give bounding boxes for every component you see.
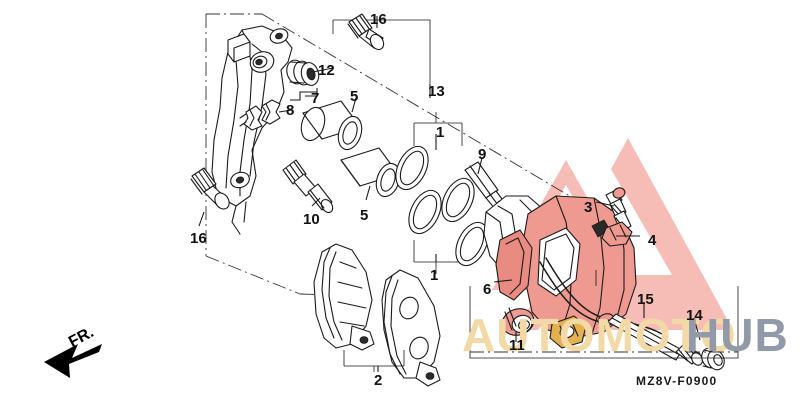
fr-direction-arrow xyxy=(44,344,102,378)
watermark-secondary-text: HUB xyxy=(686,309,789,361)
part-15-slide-pin-rod xyxy=(607,313,703,366)
callout-14: 14 xyxy=(686,307,703,324)
part-5-piston-lower xyxy=(340,147,401,198)
diagram-code-label: MZ8V-F0900 xyxy=(636,374,718,388)
group-box-bottom xyxy=(469,270,739,359)
callout-5: 5 xyxy=(360,207,369,224)
callout-2: 2 xyxy=(374,372,383,389)
callout-9: 9 xyxy=(478,146,487,163)
part-2-brake-pads xyxy=(313,243,441,387)
part-5-piston-upper xyxy=(300,100,363,151)
watermark-primary-text: AUTOMOTO xyxy=(462,309,737,361)
part-4-bleed-cap xyxy=(591,219,633,247)
callout-7: 7 xyxy=(311,90,320,107)
callout-leaders xyxy=(198,16,701,372)
callout-5: 5 xyxy=(350,88,359,105)
part-10-pin-bolt xyxy=(282,159,334,213)
group-box-13 xyxy=(332,19,431,84)
caliper-body xyxy=(483,195,663,349)
callout-6: 6 xyxy=(483,281,492,298)
part-7-8-pad-clips xyxy=(239,99,281,131)
callout-1: 1 xyxy=(430,267,439,284)
callout-4: 4 xyxy=(648,232,657,249)
callout-3: 3 xyxy=(584,199,593,216)
part-16-flange-bolt-top xyxy=(347,13,385,51)
callout-1: 1 xyxy=(436,124,445,141)
callout-15: 15 xyxy=(637,291,654,308)
callout-16: 16 xyxy=(370,11,387,28)
part-12-pin-boot xyxy=(286,59,320,86)
part-1-seal-rings xyxy=(395,112,489,274)
callout-11: 11 xyxy=(509,337,525,354)
part-16-flange-bolt-left xyxy=(190,167,230,210)
callout-10: 10 xyxy=(303,211,320,228)
callout-13: 13 xyxy=(428,83,445,100)
callout-16: 16 xyxy=(190,230,207,247)
callout-12: 12 xyxy=(318,62,335,79)
callout-8: 8 xyxy=(286,102,295,119)
